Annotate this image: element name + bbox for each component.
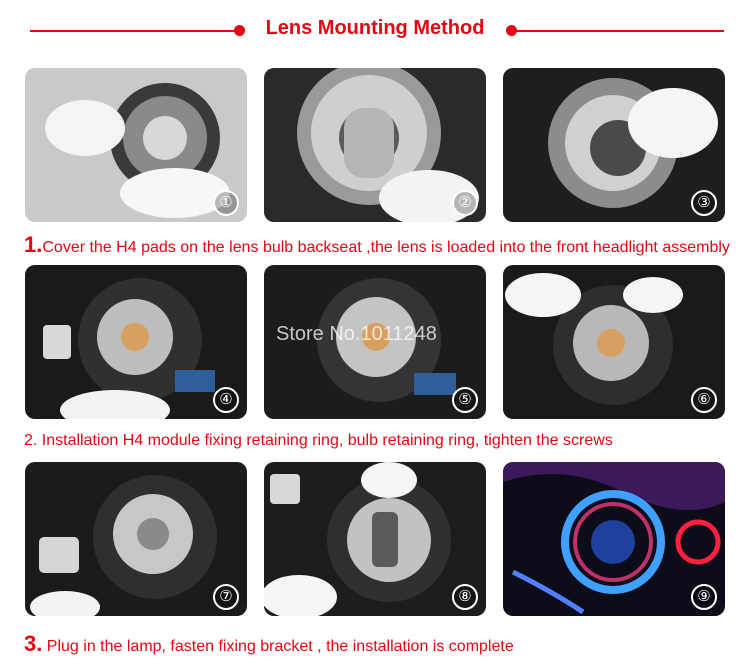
photo-3-illustration — [503, 68, 725, 222]
caption-step-1-text: Cover the H4 pads on the lens bulb backs… — [42, 239, 730, 256]
step-photo-9: ⑨ — [503, 462, 725, 616]
title-dot-left — [234, 25, 245, 36]
photo-5-illustration — [264, 265, 486, 419]
caption-step-3: 3. Plug in the lamp, fasten fixing brack… — [24, 631, 514, 657]
page-title: Lens Mounting Method — [265, 17, 485, 39]
photo-9-illustration — [503, 462, 725, 616]
step-photo-6: ⑥ — [503, 265, 725, 419]
caption-step-1-number: 1. — [24, 232, 43, 257]
photo-1-illustration — [25, 68, 247, 222]
step-photo-3: ③ — [503, 68, 725, 222]
step-number-5: ⑤ — [452, 387, 478, 413]
caption-step-2: 2. Installation H4 module fixing retaini… — [24, 432, 613, 449]
step-photo-1: ① — [25, 68, 247, 222]
step-photo-7: ⑦ — [25, 462, 247, 616]
photo-6-illustration — [503, 265, 725, 419]
caption-step-1: 1.Cover the H4 pads on the lens bulb bac… — [24, 232, 730, 258]
step-photo-4: ④ — [25, 265, 247, 419]
photo-7-illustration — [25, 462, 247, 616]
step-photo-8: ⑧ — [264, 462, 486, 616]
title-line-left — [30, 30, 238, 32]
step-number-7: ⑦ — [213, 584, 239, 610]
step-number-1: ① — [213, 190, 239, 216]
title-bar: Lens Mounting Method — [0, 14, 750, 48]
step-number-4: ④ — [213, 387, 239, 413]
step-number-8: ⑧ — [452, 584, 478, 610]
caption-step-3-text: Plug in the lamp, fasten fixing bracket … — [42, 638, 514, 655]
store-watermark: Store No.1011248 — [276, 323, 437, 345]
photo-8-illustration — [264, 462, 486, 616]
title-line-right — [512, 30, 724, 32]
step-number-3: ③ — [691, 190, 717, 216]
step-number-2: ② — [452, 190, 478, 216]
step-number-6: ⑥ — [691, 387, 717, 413]
step-photo-5: ⑤ — [264, 265, 486, 419]
step-number-9: ⑨ — [691, 584, 717, 610]
caption-step-3-number: 3. — [24, 631, 43, 656]
photo-4-illustration — [25, 265, 247, 419]
step-photo-2: ② — [264, 68, 486, 222]
title-dot-right — [506, 25, 517, 36]
